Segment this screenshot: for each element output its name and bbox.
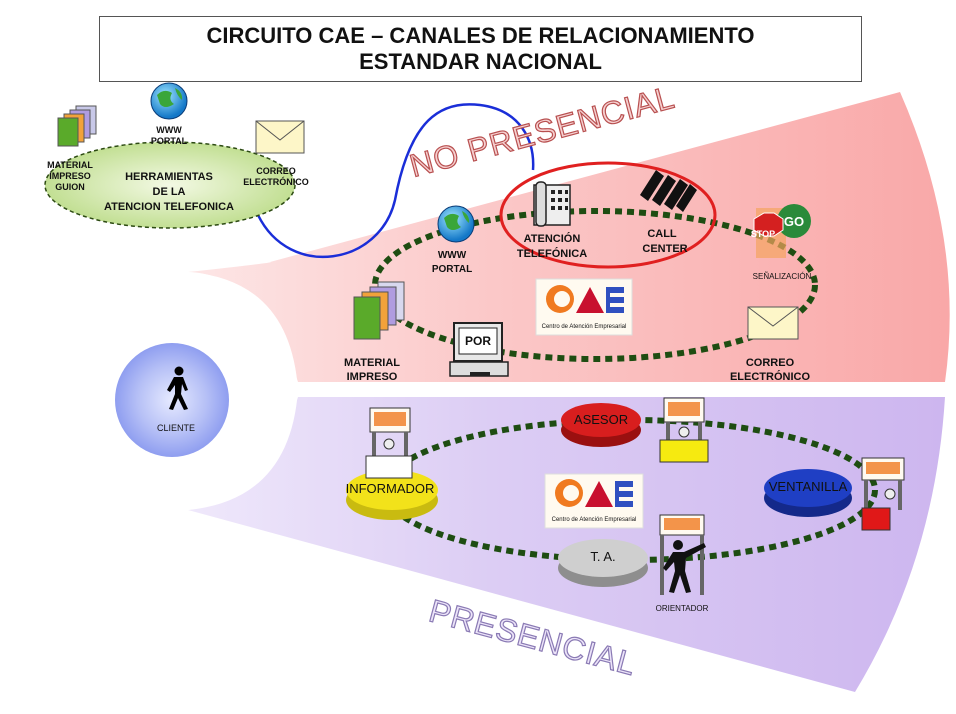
tools-heading-line3: ATENCION TELEFONICA	[104, 201, 234, 213]
telephone-icon	[533, 181, 571, 227]
title-line2: ESTANDAR NACIONAL	[359, 49, 602, 74]
document-stack-icon-tools	[57, 105, 97, 147]
no-presencial-ring	[372, 208, 818, 362]
tools-portal-label: PORTAL	[151, 136, 188, 146]
np-atencion-line2: TELEFÓNICA	[517, 247, 587, 260]
connector-curve	[256, 103, 535, 259]
cae-logo-p-subtitle: Centro de Atención Empresarial	[552, 517, 637, 523]
informador-label: INFORMADOR	[346, 481, 435, 496]
np-portal-label: PORTAL	[432, 264, 472, 275]
np-correo-line1: CORREO	[746, 357, 795, 369]
np-material-line2: IMPRESO	[347, 371, 398, 383]
stop-go-sign-icon	[753, 204, 811, 258]
asesor-disc	[561, 403, 641, 447]
tools-material-line1: MATERIAL	[47, 160, 93, 170]
np-callcenter-line2: CENTER	[642, 243, 687, 255]
walking-person-icon	[167, 366, 188, 410]
np-senalizacion-label: SEÑALIZACIÓN	[753, 272, 812, 281]
tools-material-line3: GUION	[55, 182, 85, 192]
document-stack-icon-np	[353, 281, 405, 340]
np-www-label: WWW	[438, 250, 467, 261]
np-callcenter-line1: CALL	[647, 228, 677, 240]
np-correo-line2: ELECTRÓNICO	[730, 370, 811, 383]
envelope-icon-np	[747, 306, 799, 340]
kiosk-icon-asesor	[659, 397, 709, 463]
tools-correo-line2: ELECTRÓNICO	[243, 176, 309, 187]
informador-disc	[346, 470, 438, 520]
tools-heading-line1: HERRAMIENTAS	[125, 171, 213, 183]
ta-label: T. A.	[590, 549, 615, 564]
computer-icon	[449, 322, 509, 377]
cliente-label: CLIENTE	[157, 423, 195, 433]
cliente-circle	[115, 343, 229, 457]
call-center-ring	[499, 161, 717, 269]
kiosk-icon-orientador	[659, 514, 705, 595]
title-box: CIRCUITO CAE – CANALES DE RELACIONAMIENT…	[99, 16, 862, 82]
ventanilla-label: VENTANILLA	[769, 479, 848, 494]
tools-www-label: WWW	[156, 125, 182, 135]
tools-heading-line2: DE LA	[153, 186, 186, 198]
title-line1: CIRCUITO CAE – CANALES DE RELACIONAMIENT…	[206, 23, 755, 48]
stop-label: STOP	[751, 229, 775, 239]
tools-correo-line1: CORREO	[256, 166, 296, 176]
ventanilla-disc	[764, 469, 852, 517]
globe-icon-tools	[150, 82, 188, 120]
orientador-label: ORIENTADOR	[656, 604, 709, 613]
kiosk-icon-informador	[365, 407, 413, 479]
call-center-icon	[640, 170, 697, 212]
go-label: GO	[784, 214, 804, 229]
cae-logo-np	[535, 278, 633, 336]
np-material-line1: MATERIAL	[344, 357, 400, 369]
np-atencion-line1: ATENCIÓN	[524, 232, 581, 245]
ta-disc	[558, 539, 648, 587]
cae-logo-p	[544, 473, 644, 529]
envelope-icon-tools	[255, 120, 305, 154]
globe-icon-np	[437, 205, 475, 243]
tools-material-line2: IMPRESO	[49, 171, 91, 181]
kiosk-icon-ventanilla	[861, 457, 905, 531]
pointing-person-icon	[663, 540, 706, 593]
cae-logo-np-subtitle: Centro de Atención Empresarial	[542, 324, 627, 330]
tools-ellipse	[44, 141, 296, 229]
asesor-label: ASESOR	[574, 412, 628, 427]
np-por-label: POR	[465, 334, 491, 348]
